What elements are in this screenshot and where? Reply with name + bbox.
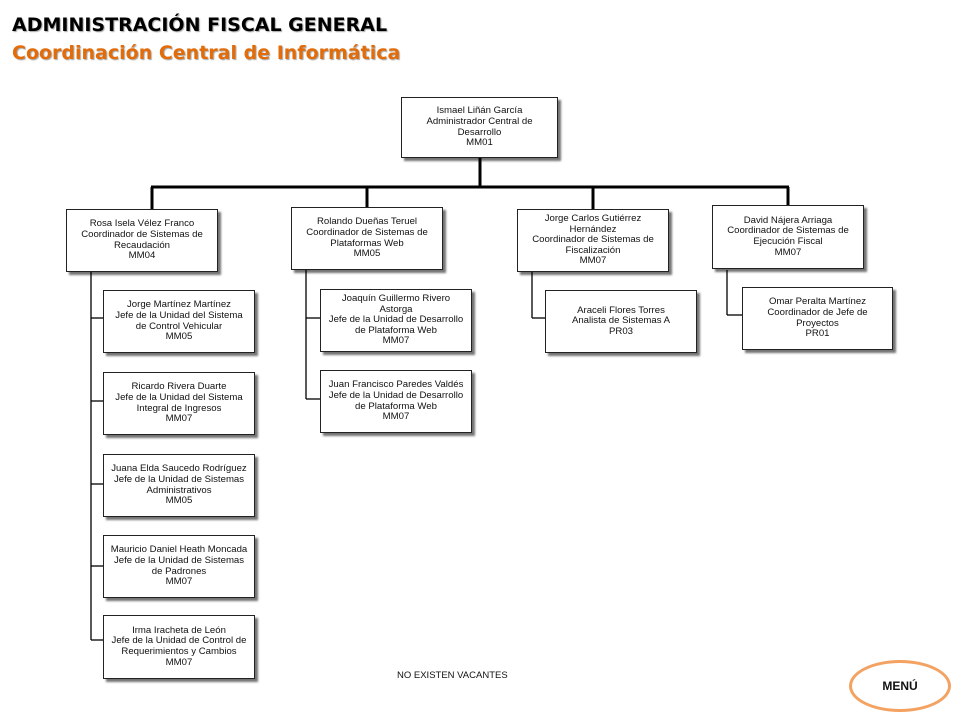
report-card: Juana Elda Saucedo Rodríguez Jefe de la … [103,454,255,517]
node-code: MM07 [382,411,410,423]
node-role: de Plataforma Web [355,324,437,336]
node-name: Ismael Liñán García [436,105,523,117]
node-role: Coordinador de Sistemas de [727,225,849,237]
node-code: MM07 [382,335,410,347]
node-role: Integral de Ingresos [136,402,222,414]
node-name: Juana Elda Saucedo Rodríguez [111,463,247,475]
node-role: Jefe de la Unidad de Sistemas [113,473,245,485]
node-name: Jorge Carlos Gutiérrez [544,213,642,225]
page-title: ADMINISTRACIÓN FISCAL GENERAL [12,14,388,36]
node-role: Requerimientos y Cambios [121,646,237,657]
node-name: Joaquín Guillermo Rivero [341,293,451,305]
node-name: Hernández [569,223,617,235]
node-role: Jefe de la Unidad del Sistema [115,391,243,403]
node-code: MM07 [165,576,193,588]
node-role: Jefe de la Unidad del Sistema [115,309,243,321]
node-role: Jefe de la Unidad de Desarrollo [328,389,464,401]
vacancies-note: NO EXISTEN VACANTES [397,670,508,681]
page-subtitle: Coordinación Central de Informática [12,42,401,64]
coordinator-card-ejecucion-fiscal: David Nájera Arriaga Coordinador de Sist… [712,205,864,269]
node-role: de Padrones [151,565,207,577]
node-code: MM07 [165,656,193,668]
node-role: Ejecución Fiscal [753,236,823,247]
node-role: Coordinador de Jefe de [767,306,868,318]
node-role: Desarrollo [457,126,502,138]
node-role: Coordinador de Sistemas de [532,234,654,246]
node-name: Rosa Isela Vélez Franco [89,218,195,230]
node-role: Jefe de la Unidad de Control de [111,635,247,647]
menu-button[interactable]: MENÚ [849,660,951,712]
coordinator-card-fiscalizacion: Jorge Carlos Gutiérrez Hernández Coordin… [517,209,669,272]
node-role: Jefe de la Unidad de Desarrollo [328,314,464,326]
node-code: MM07 [579,255,607,267]
node-role: Proyectos [796,317,839,329]
report-card: Ricardo Rivera Duarte Jefe de la Unidad … [103,372,255,435]
node-role: Fiscalización [565,244,621,256]
node-name: Jorge Martínez Martínez [127,299,231,311]
coordinator-card-plataformas-web: Rolando Dueñas Teruel Coordinador de Sis… [291,207,443,270]
node-role: Plataformas Web [330,237,404,249]
node-code: MM07 [165,413,193,425]
node-role: Recaudación [113,239,170,251]
node-role: Coordinador de Sistemas de [81,228,203,240]
node-code: PR03 [609,325,633,337]
node-name: David Nájera Arriaga [743,214,833,226]
report-card: Mauricio Daniel Heath Moncada Jefe de la… [103,535,255,598]
node-code: MM07 [774,246,802,258]
node-name: Omar Peralta Martínez [768,296,867,308]
node-role: Jefe de la Unidad de Sistemas [113,554,245,566]
node-code: MM05 [165,331,193,343]
node-code: MM01 [466,137,493,149]
node-role: Administrativos [146,484,212,496]
node-role: Administrador Central de [426,115,533,127]
node-name: Mauricio Daniel Heath Moncada [110,544,248,556]
node-name: Juan Francisco Paredes Valdés [328,379,464,391]
node-code: MM04 [128,250,156,262]
node-code: MM05 [353,248,381,260]
report-card: Irma Iracheta de León Jefe de la Unidad … [103,615,255,679]
report-card: Jorge Martínez Martínez Jefe de la Unida… [103,290,255,353]
node-code: MM05 [165,495,193,507]
node-name: Astorga [379,303,413,315]
report-card: Omar Peralta Martínez Coordinador de Jef… [742,287,893,350]
node-role: Analista de Sistemas A [571,315,671,327]
report-card: Araceli Flores Torres Analista de Sistem… [545,290,697,353]
node-name: Irma Iracheta de León [132,624,226,636]
node-code: PR01 [805,328,830,340]
node-name: Ricardo Rivera Duarte [131,381,227,393]
report-card: Joaquín Guillermo Rivero Astorga Jefe de… [320,289,472,352]
coordinator-card-recaudacion: Rosa Isela Vélez Franco Coordinador de S… [66,209,218,272]
node-role: de Control Vehicular [135,320,223,332]
node-name: Rolando Dueñas Teruel [316,216,418,228]
root-node-card: Ismael Liñán García Administrador Centra… [401,97,558,158]
node-name: Araceli Flores Torres [577,304,665,316]
node-role: Coordinador de Sistemas de [306,226,428,238]
node-role: de Plataforma Web [355,400,437,412]
report-card: Juan Francisco Paredes Valdés Jefe de la… [320,370,472,433]
